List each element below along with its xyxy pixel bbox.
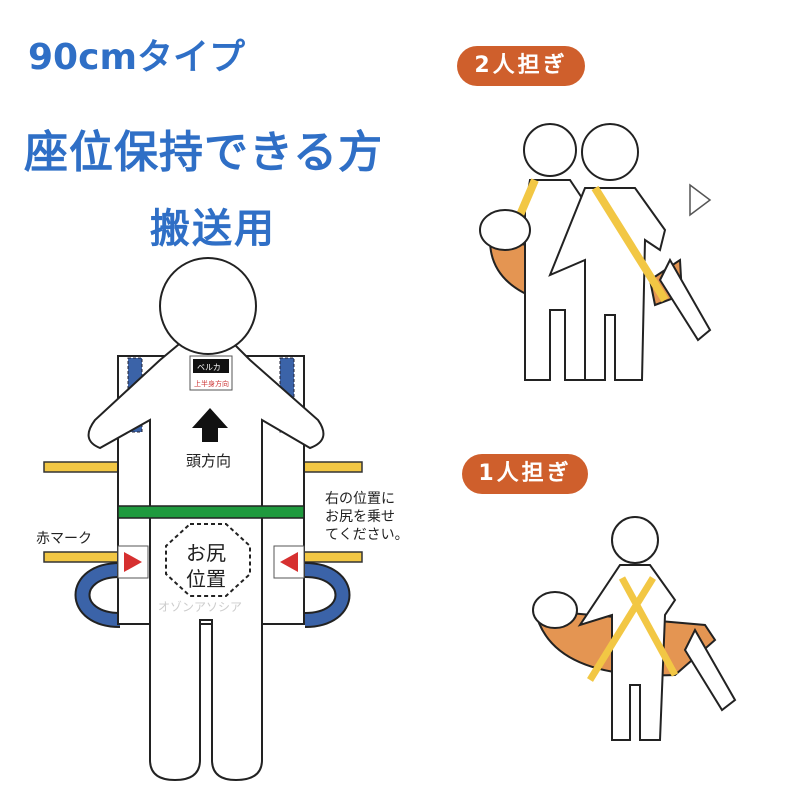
red-mark-icon (124, 552, 142, 572)
subtitle: 座位保持できる方 (24, 127, 384, 178)
purpose-label: 搬送用 (150, 206, 276, 252)
arrow-right-icon (689, 183, 712, 217)
instruction-text: 右の位置に お尻を乗せ てください。 (325, 491, 409, 543)
red-mark-label: 赤マーク (36, 531, 92, 547)
sling-diagram: ベルカ 上半身方向 (43, 257, 363, 782)
red-mark-icon (280, 552, 298, 572)
type-label: 90cmタイプ (28, 37, 245, 78)
one-person-carry-badge: 1人担ぎ (462, 454, 588, 494)
head-direction-label: 頭方向 (186, 452, 232, 470)
one-person-carry-illustration (532, 516, 737, 741)
seat-position-label: お尻 位置 (186, 541, 226, 591)
brand-tag: ベルカ (197, 363, 221, 372)
two-person-carry-illustration (479, 123, 712, 381)
two-person-carry-badge: 2人担ぎ (457, 46, 585, 86)
upper-body-tag: 上半身方向 (194, 379, 229, 388)
arrow-up-icon (192, 408, 228, 442)
watermark: オゾンアソシア (158, 600, 243, 614)
